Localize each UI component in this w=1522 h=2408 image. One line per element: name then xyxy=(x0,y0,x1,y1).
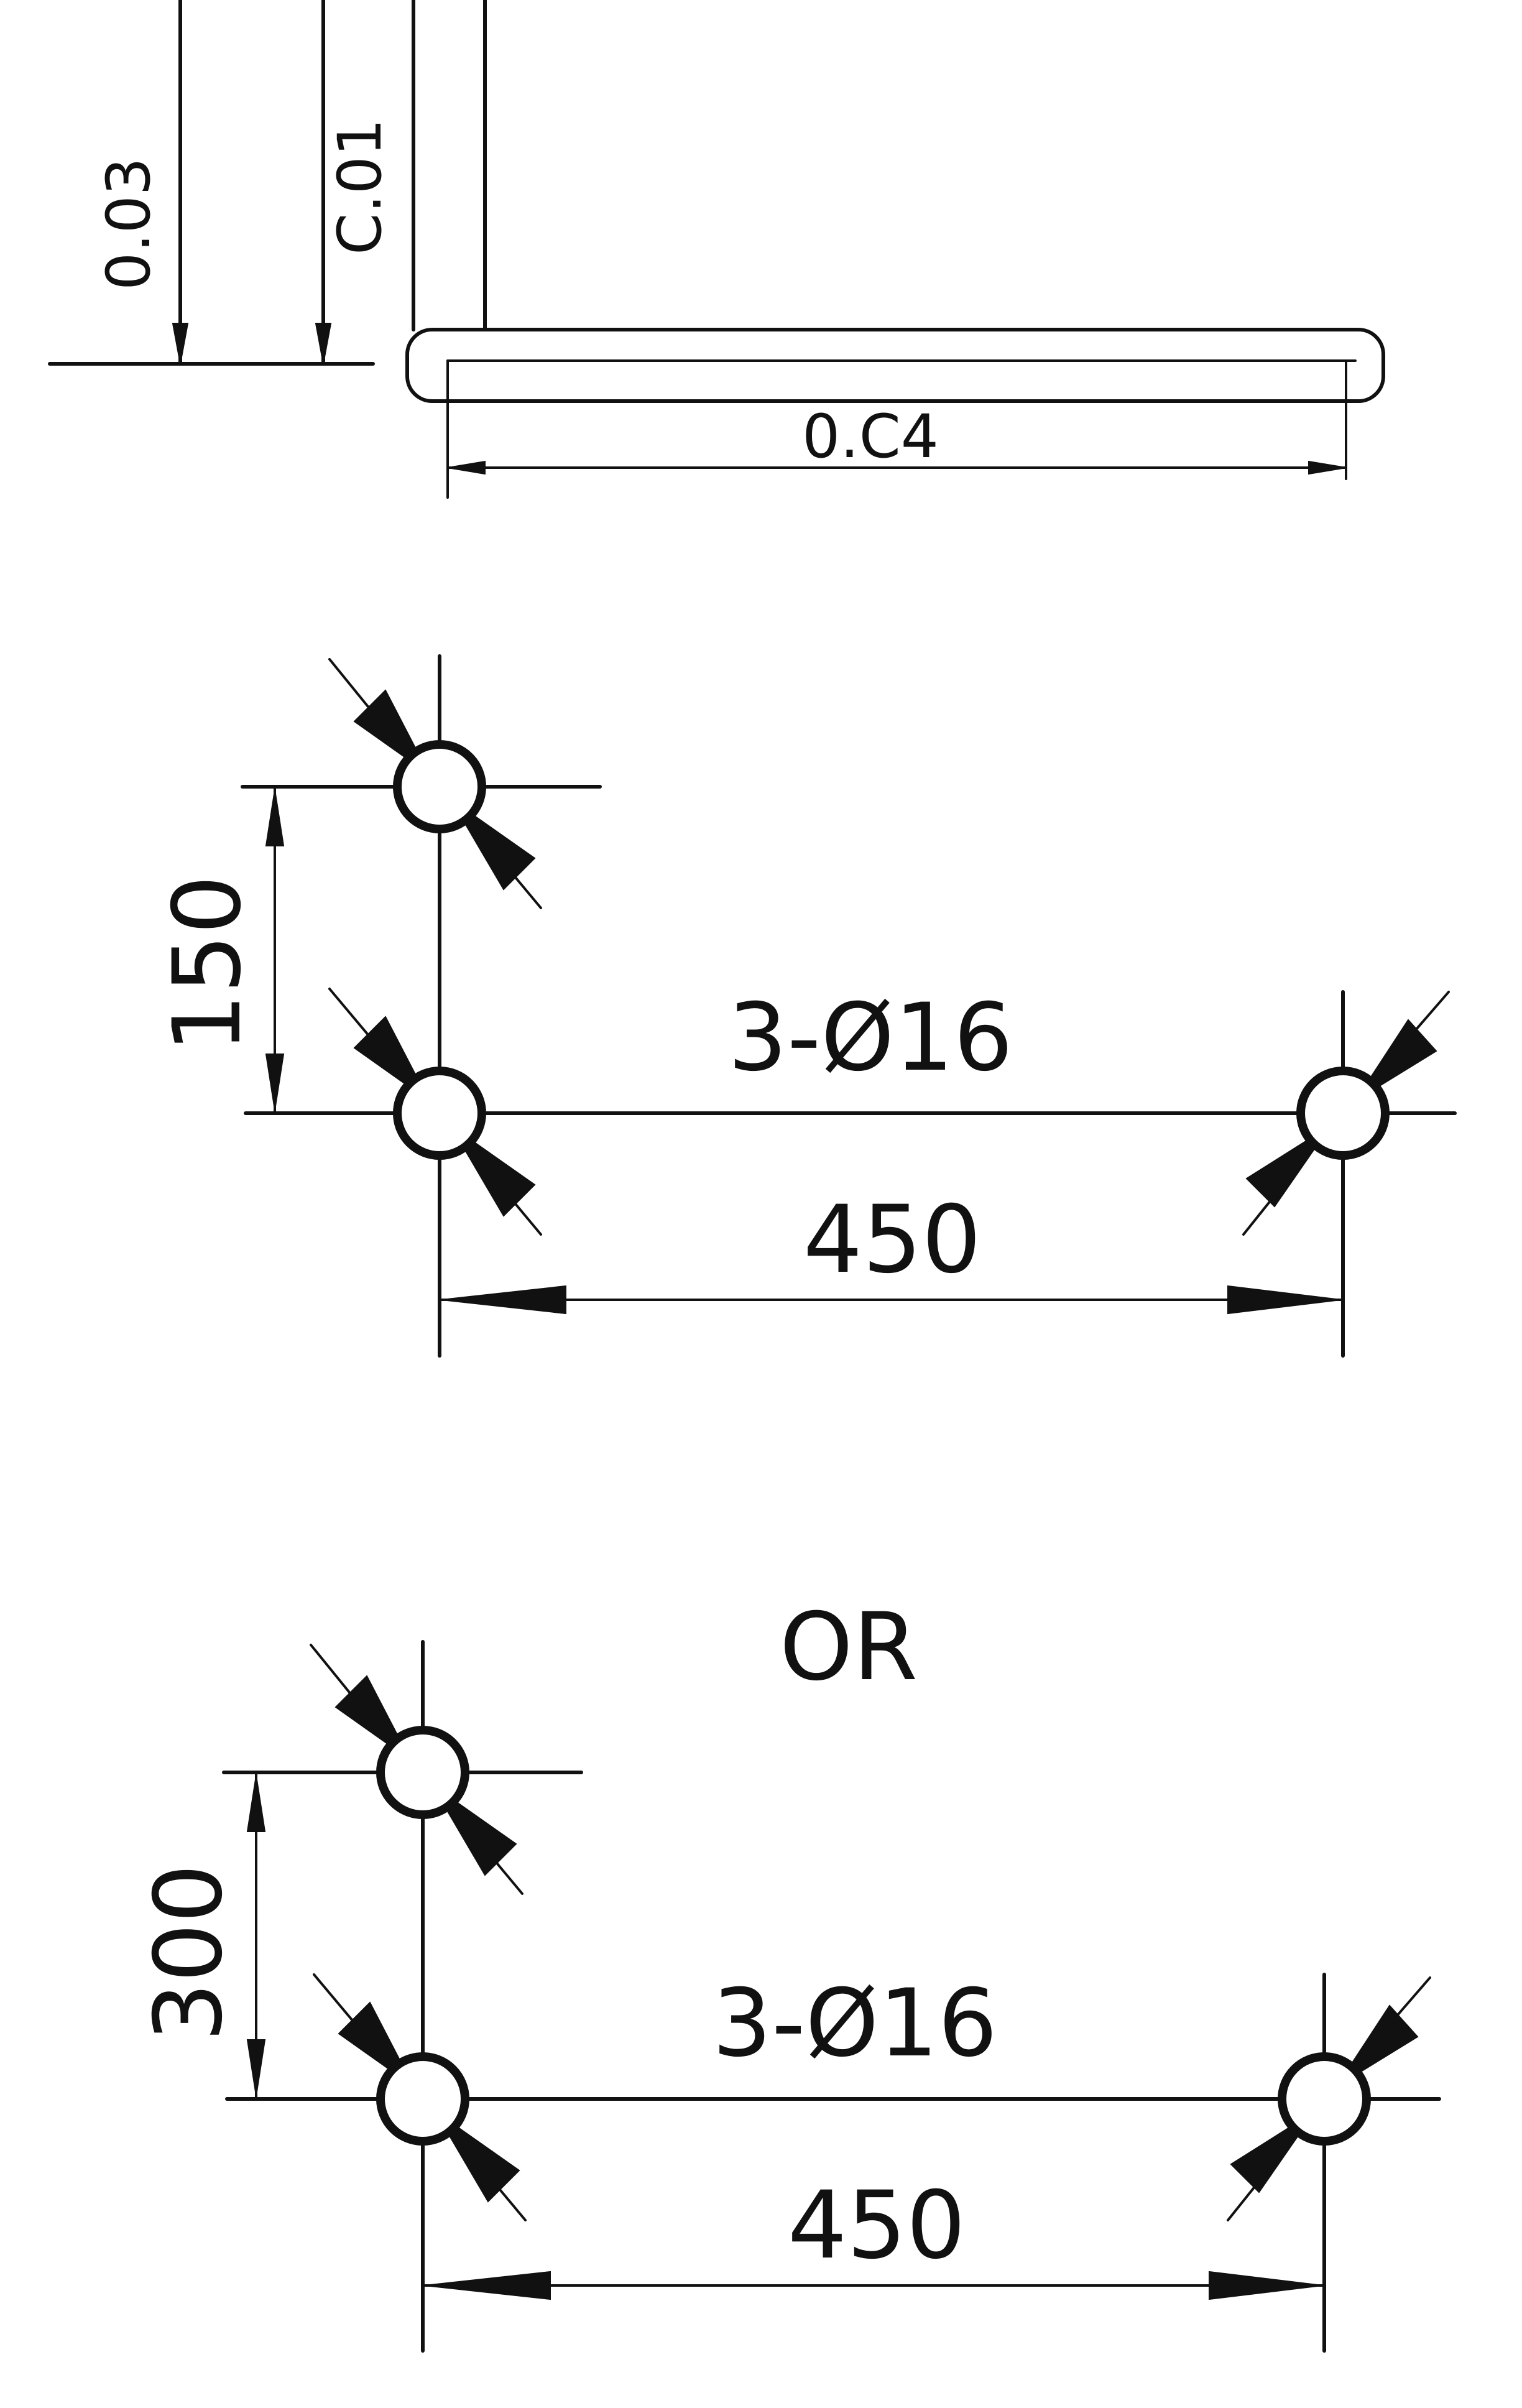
p2-hole-callout: 3-Ø16 xyxy=(713,1970,998,2078)
p1-hole-bottom-right xyxy=(1296,1067,1390,1160)
p2-hole-bottom-right xyxy=(1278,2052,1371,2146)
or-separator: OR xyxy=(780,1593,918,1702)
p1-hdim-arrow-right xyxy=(1227,1285,1342,1315)
p2-vdim-arrow-top xyxy=(246,1775,266,1832)
p1-hole-bottom-left xyxy=(393,1067,486,1160)
p2-vertical-dim-label: 300 xyxy=(135,1864,243,2042)
p1-hdim-arrow-left xyxy=(441,1285,566,1315)
p2-hole-bottom-left xyxy=(376,2052,469,2146)
top-dim-arrow-1 xyxy=(172,323,189,364)
p2-vdim-arrow-bottom xyxy=(246,2039,266,2096)
p1-vertical-dim-label: 150 xyxy=(154,875,262,1053)
top-bottom-arrow-right xyxy=(1308,460,1347,475)
p1-hole-callout: 3-Ø16 xyxy=(728,984,1013,1092)
top-bottom-dim-label: 0.C4 xyxy=(802,402,939,471)
top-dim-arrow-2 xyxy=(315,323,332,364)
p2-hdim-arrow-right xyxy=(1209,2271,1323,2300)
top-left-dim-label-1: 0.03 xyxy=(94,157,164,290)
p2-hdim-arrow-left xyxy=(424,2271,551,2300)
p2-leader-arrows xyxy=(310,1644,1431,2221)
hole-pattern-2: 300 450 3-Ø16 xyxy=(135,1640,1441,2353)
p1-horizontal-dim-label: 450 xyxy=(803,1186,981,1294)
top-horizontal-member xyxy=(405,328,1385,403)
top-left-dim-label-2: C.01 xyxy=(325,118,395,255)
hole-pattern-1: 150 450 3-Ø16 xyxy=(154,654,1457,1358)
p2-hole-top-left xyxy=(376,1726,469,1819)
p1-hole-top-left xyxy=(393,740,486,833)
top-section: 0.03 C.01 0.C4 xyxy=(48,0,1385,499)
p1-vdim-arrow-bottom xyxy=(265,1054,285,1111)
top-bottom-arrow-left xyxy=(447,460,486,475)
p2-horizontal-dim-label: 450 xyxy=(788,2172,966,2280)
p1-leader-arrows xyxy=(328,658,1450,1236)
p1-vdim-arrow-top xyxy=(265,789,285,846)
